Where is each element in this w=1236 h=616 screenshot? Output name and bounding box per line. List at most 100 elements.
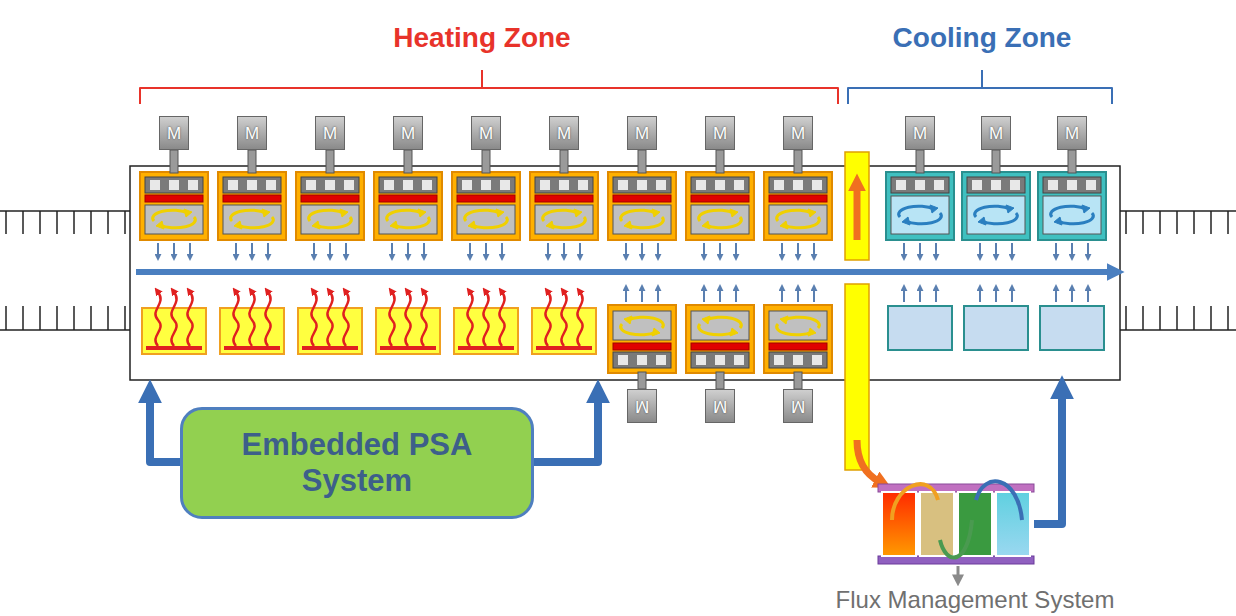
conveyor-tooth xyxy=(1210,306,1212,330)
cooling-nozzle-box xyxy=(888,306,952,350)
motor-box: M xyxy=(159,116,189,150)
conveyor-tooth xyxy=(22,211,24,234)
airflow-arrow xyxy=(813,243,815,256)
conveyor-tooth xyxy=(1193,306,1195,330)
circulation-head xyxy=(930,205,938,213)
motor-label: M xyxy=(245,125,259,142)
circulation-head xyxy=(340,209,348,217)
ir-radiation xyxy=(327,292,332,346)
oven-parts xyxy=(0,70,1236,578)
plate-block xyxy=(150,180,160,190)
fan-motor-plate xyxy=(223,177,281,193)
cooling-nozzle-box xyxy=(1040,306,1104,350)
convection-module xyxy=(764,289,832,373)
circulation-arrow xyxy=(1051,206,1086,217)
heater-band xyxy=(613,195,671,202)
airflow-arrow xyxy=(579,243,581,256)
exchanger-panel xyxy=(996,492,1030,556)
ir-radiation xyxy=(171,292,176,346)
airflow-arrow xyxy=(1055,289,1057,302)
module-housing xyxy=(296,172,364,240)
ir-radiation xyxy=(233,292,238,346)
fan-chamber xyxy=(769,205,827,234)
ir-radiation xyxy=(421,292,426,346)
motor-label: M xyxy=(635,125,649,142)
conveyor-tooth xyxy=(22,306,24,330)
motor-box: M xyxy=(627,389,657,423)
plate-block xyxy=(422,180,432,190)
conveyor-tooth xyxy=(107,211,109,234)
circulation-arrow xyxy=(906,213,941,224)
motor-shaft xyxy=(170,150,178,173)
motor-shaft xyxy=(248,150,256,173)
convection-module xyxy=(686,172,754,256)
conveyor-tooth xyxy=(90,306,92,330)
airflow-arrow xyxy=(407,243,409,256)
plate-block xyxy=(991,180,1001,190)
airflow-arrow xyxy=(919,289,921,302)
airflow-arrow xyxy=(1071,289,1073,302)
motor-box: M xyxy=(783,389,813,423)
motor-shaft xyxy=(404,150,412,173)
circulation-arrow xyxy=(628,317,663,328)
exhaust-pipe xyxy=(845,152,869,260)
airflow-arrow xyxy=(1011,289,1013,302)
circulation-head xyxy=(808,328,816,336)
fan-motor-plate xyxy=(379,177,437,193)
fan-chamber xyxy=(379,205,437,234)
motor-box: M xyxy=(783,116,813,150)
cooling-nozzle-box xyxy=(964,306,1028,350)
convection-module xyxy=(374,172,442,256)
heater-band xyxy=(301,195,359,202)
plate-block xyxy=(228,180,238,190)
exchanger-flow xyxy=(892,484,938,520)
psa-system-box: Embedded PSA System xyxy=(180,407,534,519)
airflow-arrow xyxy=(995,243,997,256)
convection-module xyxy=(296,172,364,256)
conveyor-tooth xyxy=(5,306,7,330)
circulation-arrow xyxy=(777,324,812,335)
system-label: Flux Management System xyxy=(836,588,1115,612)
module-housing xyxy=(686,305,754,373)
ir-radiation xyxy=(577,292,582,346)
plate-block xyxy=(915,180,925,190)
exchanger-flow xyxy=(940,520,972,558)
circulation-head xyxy=(702,316,710,324)
airflow-arrow xyxy=(251,243,253,256)
plate-block xyxy=(1010,180,1020,190)
airflow-arrow xyxy=(157,243,159,256)
ir-element xyxy=(302,346,358,350)
circulation-arrow xyxy=(238,217,273,228)
airflow-arrow xyxy=(391,243,393,256)
circulation-head xyxy=(652,328,660,336)
airflow-arrow xyxy=(625,289,627,302)
module-housing xyxy=(886,172,954,240)
circulation-head xyxy=(730,328,738,336)
airflow-arrow xyxy=(329,243,331,256)
motor-shaft xyxy=(482,150,490,173)
fan-motor-plate xyxy=(535,177,593,193)
ir-radiation xyxy=(249,292,254,346)
circulation-arrow xyxy=(231,210,266,221)
convection-module xyxy=(608,289,676,373)
heater-band xyxy=(145,195,203,202)
plate-block xyxy=(774,355,784,365)
airflow-arrow xyxy=(625,243,627,256)
airflow-arrow xyxy=(657,289,659,302)
airflow-arrow xyxy=(935,243,937,256)
cooling-module xyxy=(886,172,954,256)
plate-block xyxy=(715,180,725,190)
circulation-arrow xyxy=(621,324,656,335)
fan-motor-plate xyxy=(457,177,515,193)
motor-shaft xyxy=(716,372,724,389)
circulation-head xyxy=(468,221,476,229)
motor-label: M xyxy=(479,125,493,142)
circulation-head xyxy=(1054,217,1062,225)
plate-block xyxy=(188,180,198,190)
motor-label: M xyxy=(323,125,337,142)
exchanger-panel xyxy=(958,492,992,556)
airflow-arrow xyxy=(189,243,191,256)
fan-chamber xyxy=(613,205,671,234)
module-housing xyxy=(1038,172,1106,240)
fan-chamber xyxy=(301,205,359,234)
